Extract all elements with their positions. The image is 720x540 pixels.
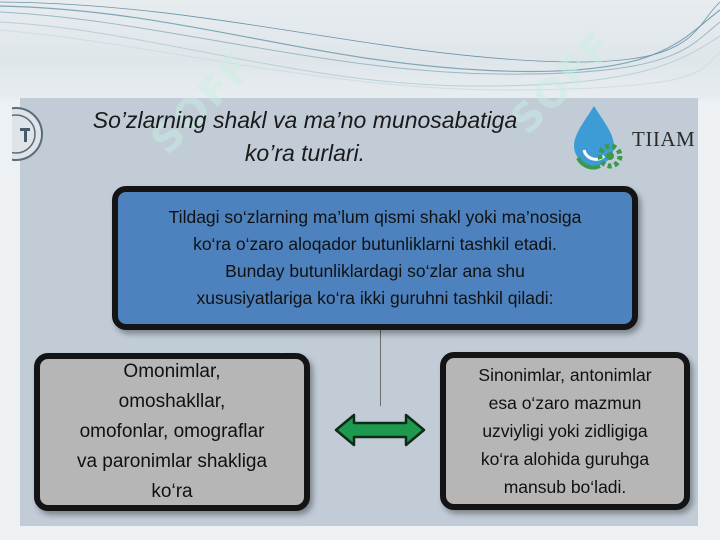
form-group-line: omofonlar, omograflar xyxy=(79,421,265,442)
meaning-group-line: uzviyligi yoki zidligiga xyxy=(482,421,648,441)
meaning-group-line: ko‘ra alohida guruhga xyxy=(480,449,650,469)
slide-title: So’zlarning shakl va ma’no munosabatiga … xyxy=(50,104,560,170)
form-group-line: va paronimlar shakliga xyxy=(76,451,268,472)
tiiam-logo-text: TIIAM xyxy=(632,127,696,151)
double-arrow-icon xyxy=(334,413,426,447)
definition-line: xususiyatlariga ko‘ra ikki guruhni tashk… xyxy=(196,288,554,308)
definition-line: Bunday butunliklardagi so‘zlar ana shu xyxy=(225,261,525,281)
university-seal-icon xyxy=(12,107,43,161)
wave-lines-decoration xyxy=(0,1,720,91)
meaning-group-box: Sinonimlar, antonimlar esa o‘zaro mazmun… xyxy=(440,352,690,510)
meaning-group-line: Sinonimlar, antonimlar xyxy=(478,365,652,385)
meaning-group-line: esa o‘zaro mazmun xyxy=(488,393,642,413)
definition-line: Tildagi so‘zlarning ma’lum qismi shakl y… xyxy=(168,207,582,227)
water-drop-gear-icon xyxy=(574,106,623,170)
connector-line xyxy=(380,330,381,406)
meaning-group-line: mansub bo‘ladi. xyxy=(503,477,627,497)
form-group-box: Omonimlar, omoshakllar, omofonlar, omogr… xyxy=(34,353,310,511)
form-group-line: ko‘ra xyxy=(151,481,193,502)
title-line-2: ko’ra turlari. xyxy=(244,140,366,166)
definition-line: ko‘ra o‘zaro aloqador butunliklarni tash… xyxy=(193,234,557,254)
form-group-line: omoshakllar, xyxy=(118,391,226,412)
definition-box: Tildagi so‘zlarning ma’lum qismi shakl y… xyxy=(112,186,638,330)
title-line-1: So’zlarning shakl va ma’no munosabatiga xyxy=(92,107,518,133)
header-decoration xyxy=(0,0,720,100)
form-group-line: Omonimlar, xyxy=(123,361,221,382)
